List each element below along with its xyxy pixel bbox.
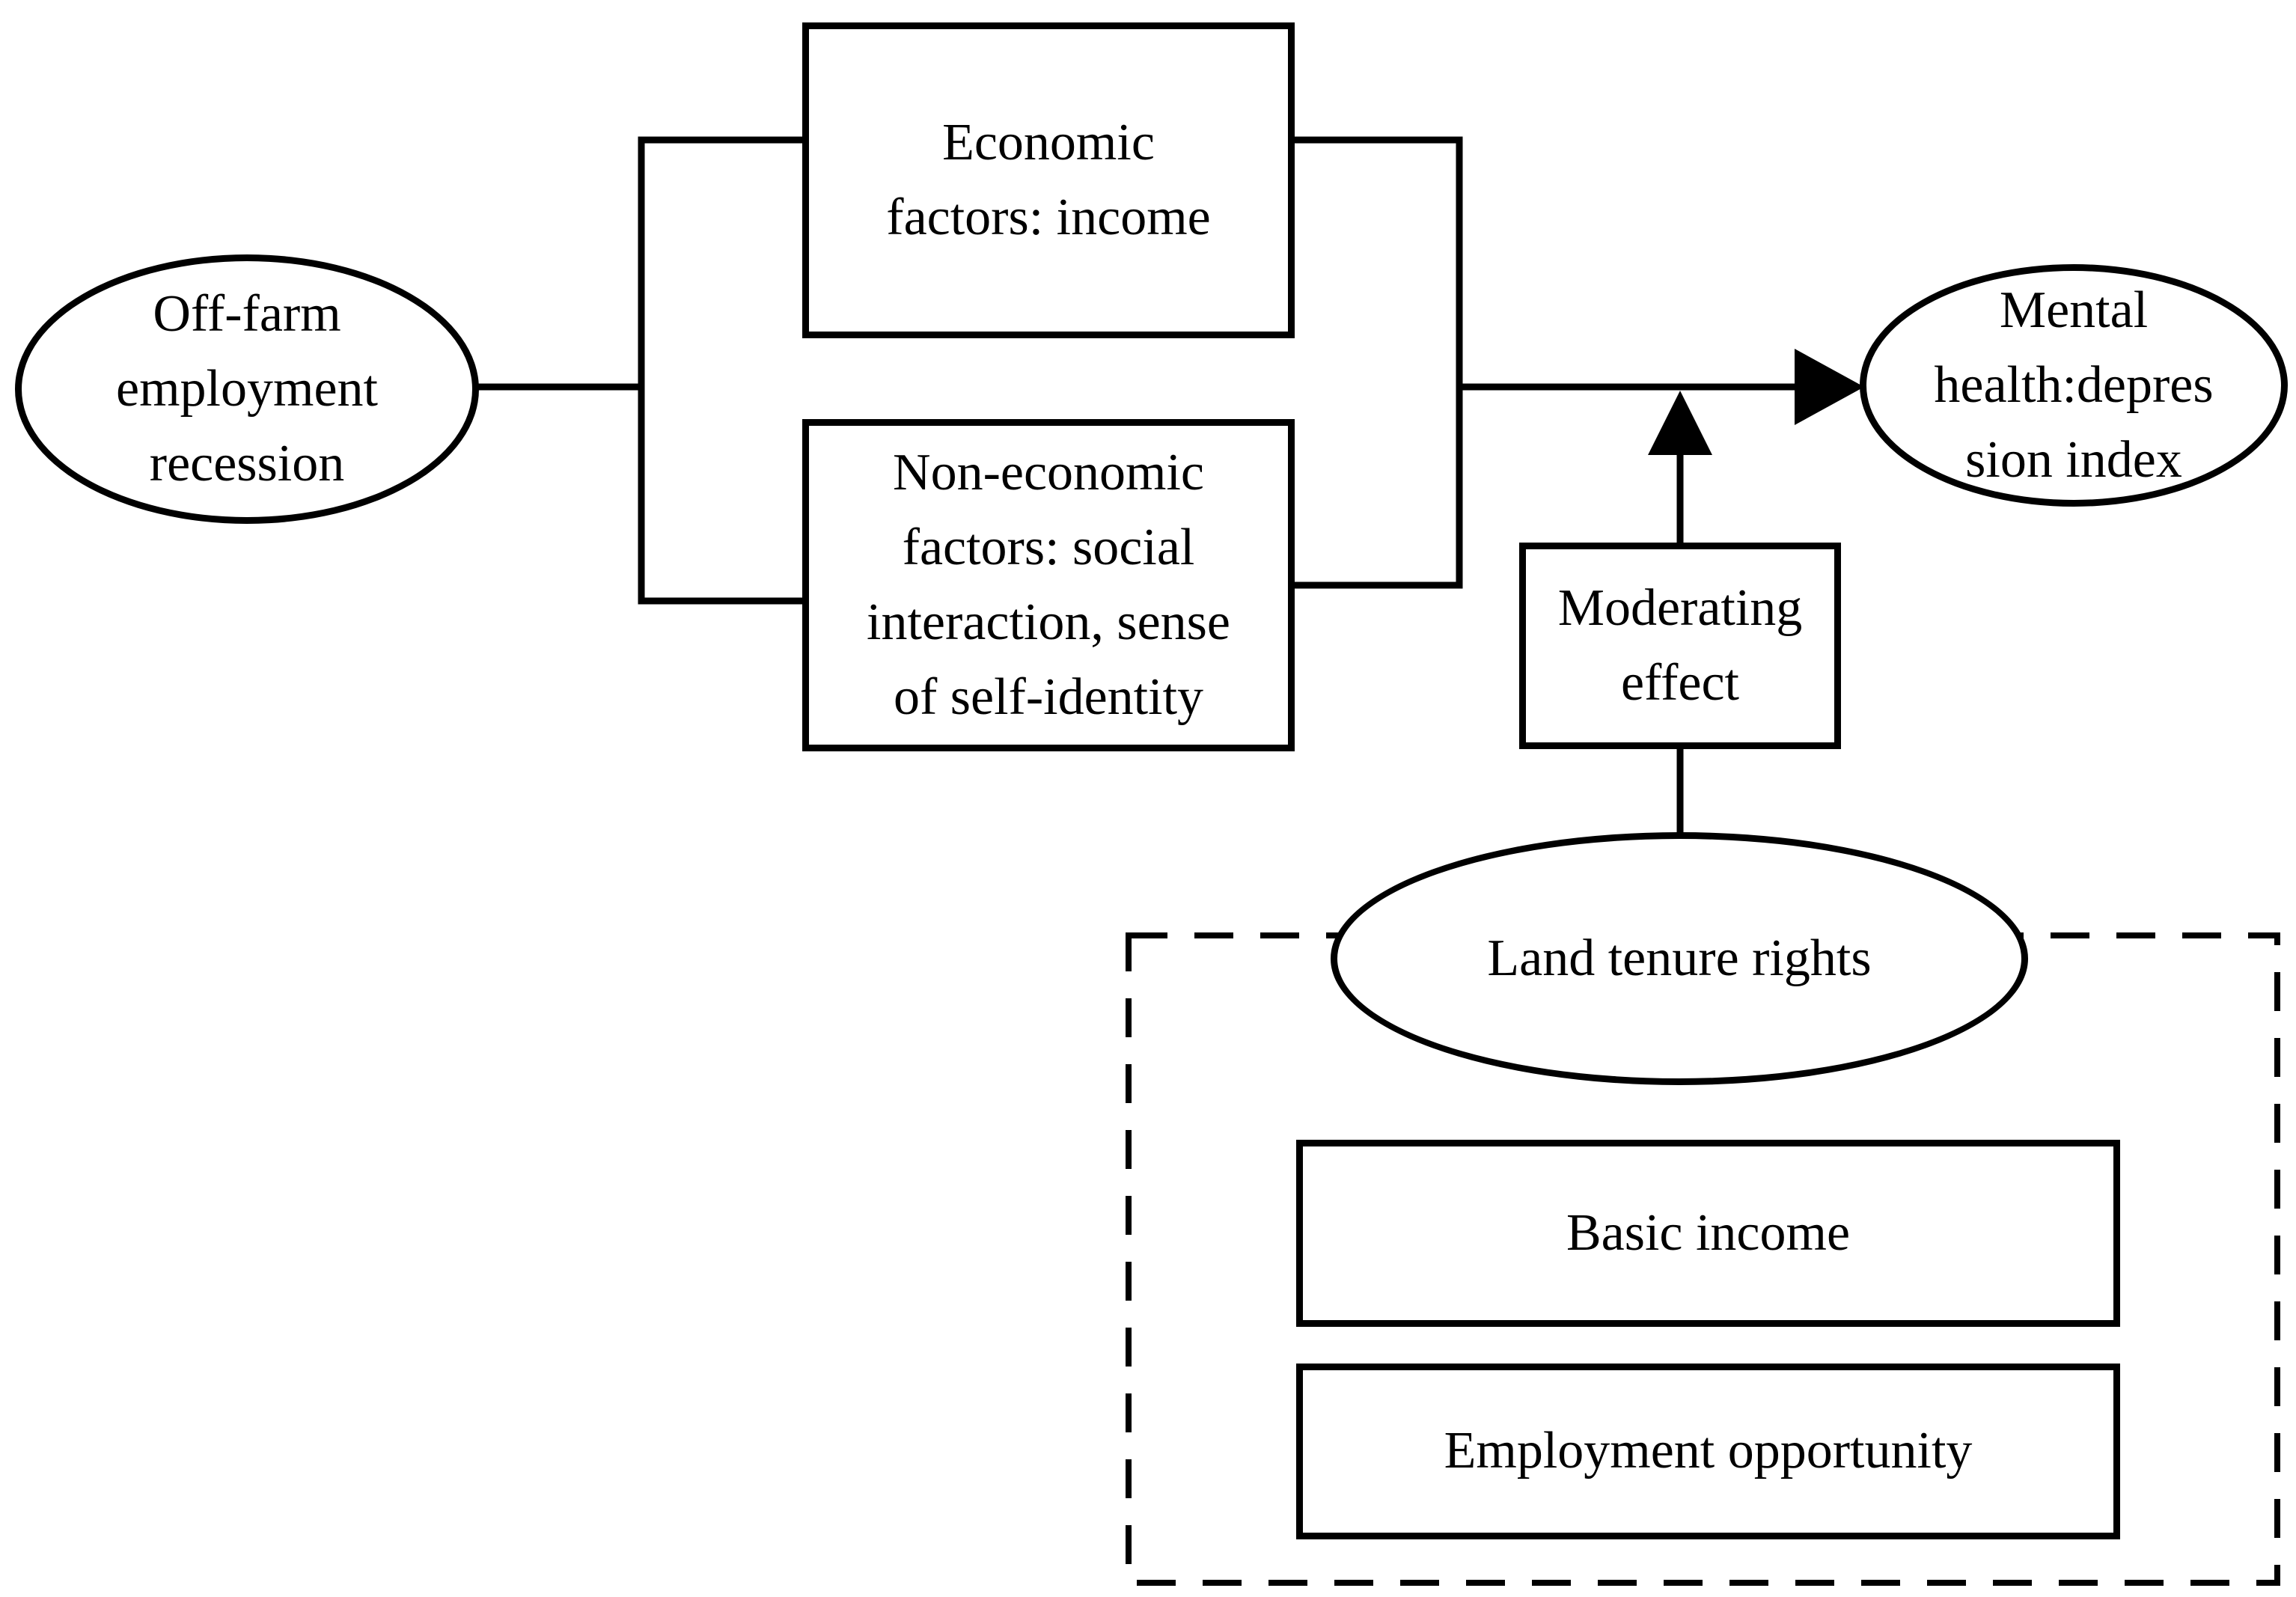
node-moderating-effect: Moderating effect (1519, 543, 1841, 749)
node-land-tenure-rights: Land tenure rights (1331, 832, 2028, 1085)
node-off-farm-employment-recession: Off-farm employment recession (15, 254, 479, 524)
dashed-group-border (1126, 932, 2280, 1586)
node-mental-health-depression-index: Mental health:depres sion index (1860, 264, 2288, 507)
arrowhead-right-icon (1795, 349, 1864, 425)
node-economic-factors: Economic factors: income (802, 22, 1295, 338)
node-employment-opportunity: Employment opportunity (1296, 1364, 2120, 1539)
right-bracket-connector (1293, 136, 1463, 589)
left-bracket-connector (638, 136, 804, 605)
node-non-economic-factors: Non-economic factors: social interaction… (802, 419, 1295, 751)
arrowhead-up-icon (1648, 391, 1712, 455)
node-basic-income: Basic income (1296, 1140, 2120, 1327)
